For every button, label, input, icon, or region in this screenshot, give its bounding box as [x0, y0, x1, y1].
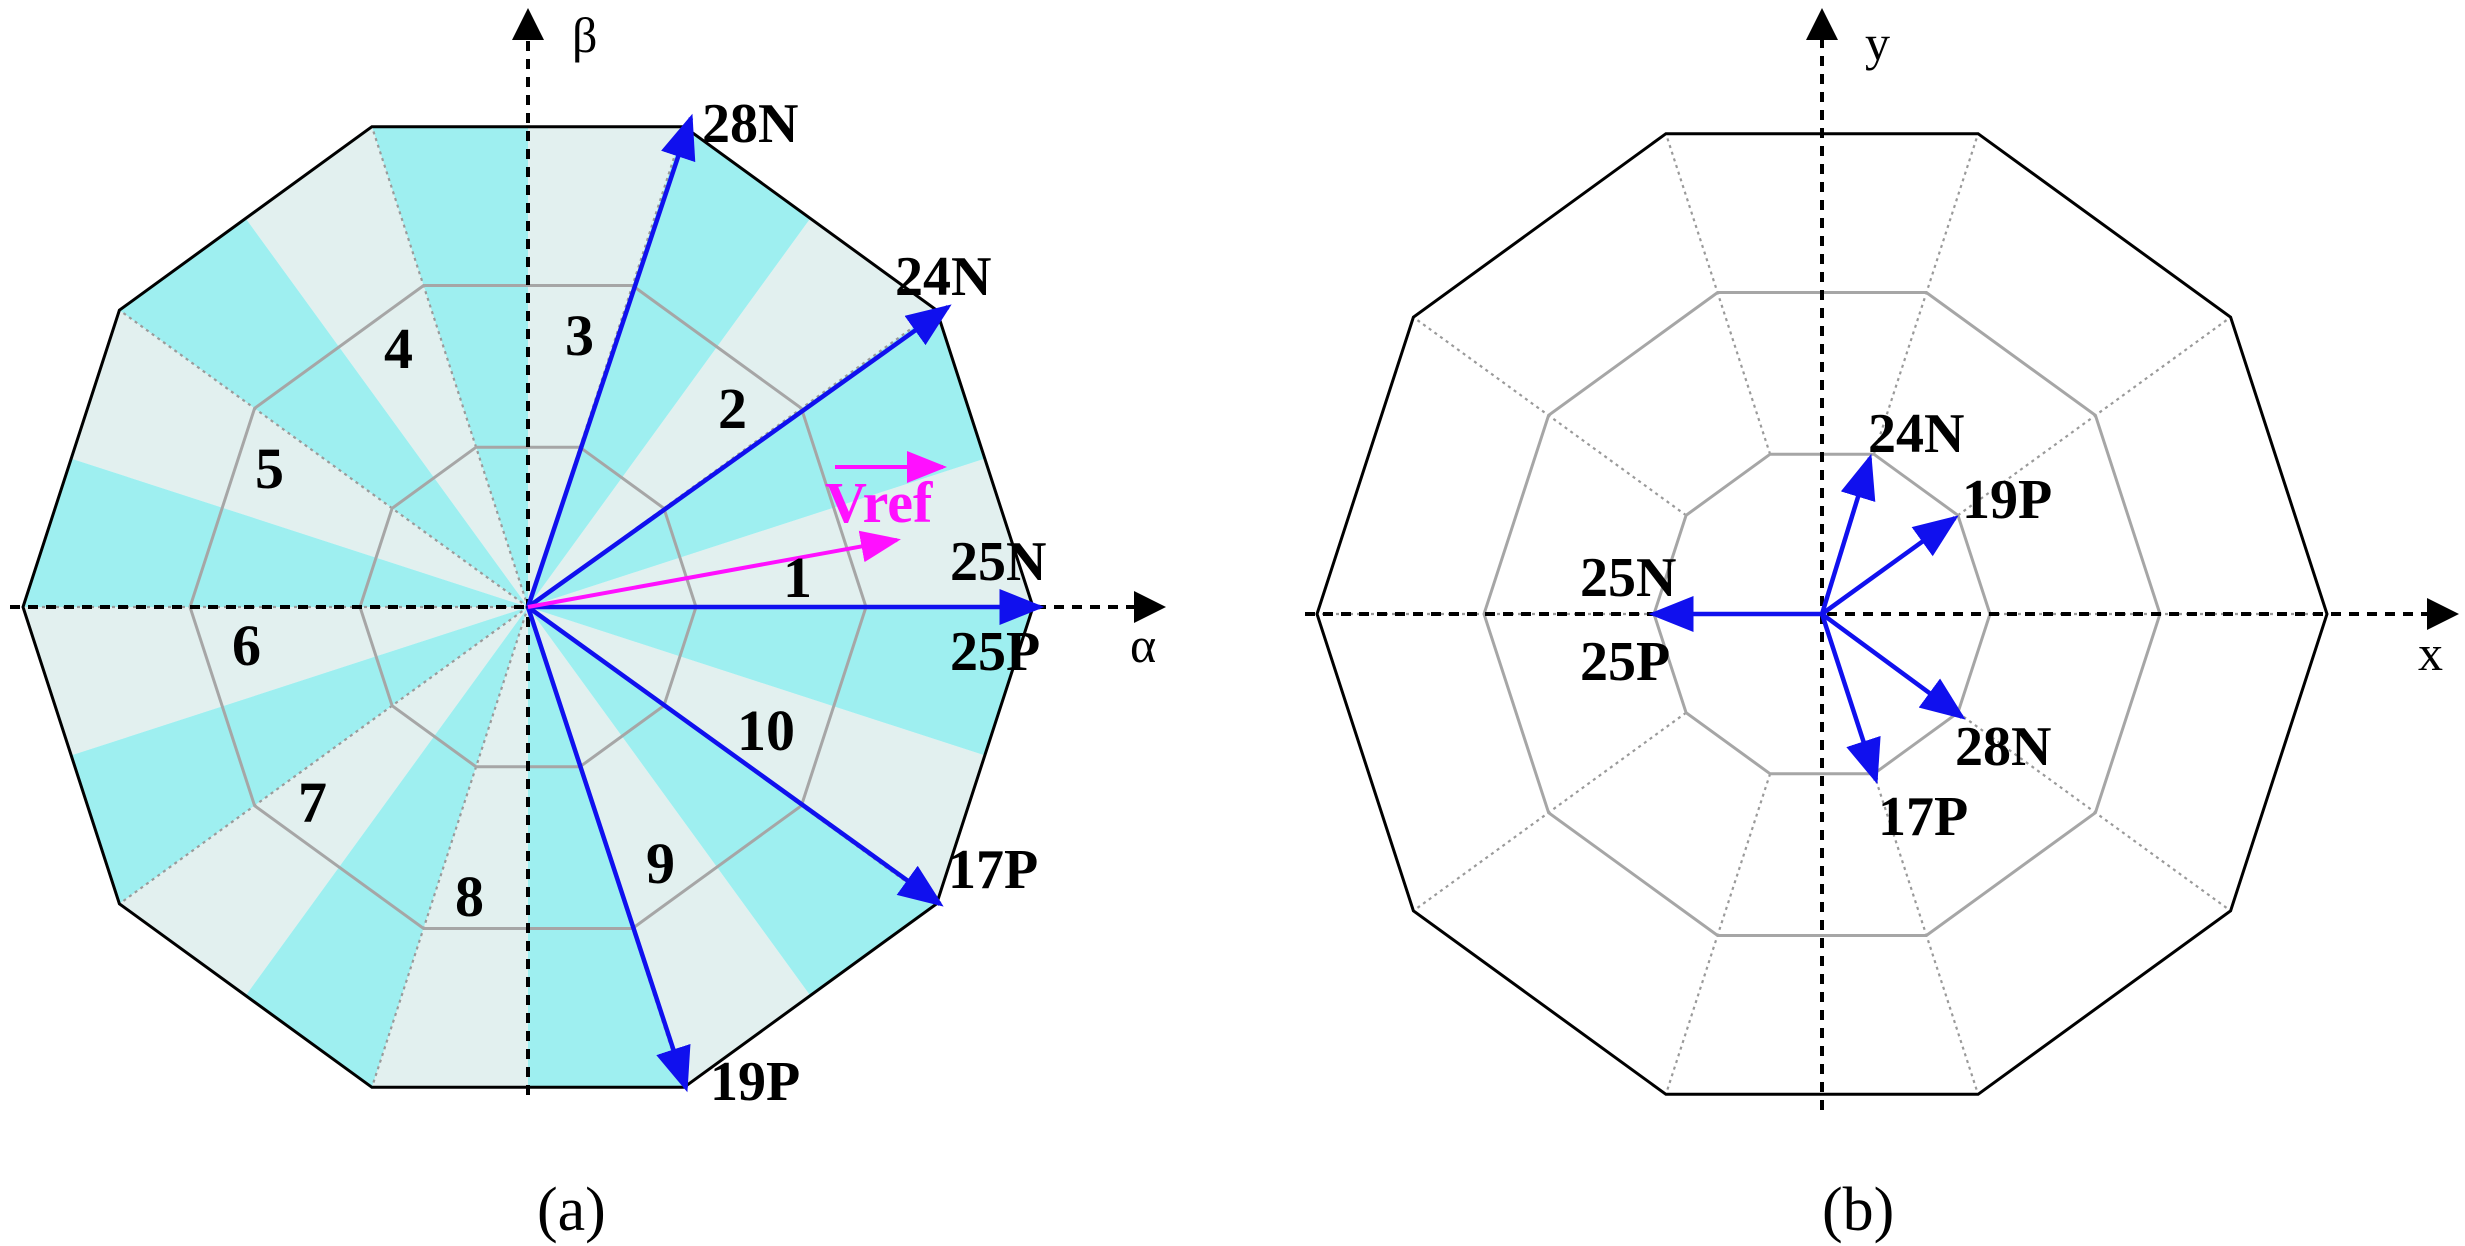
sector-wedge	[528, 218, 937, 607]
sector-wedge	[528, 607, 811, 1088]
vector-24n-b-arrow	[1819, 453, 1876, 615]
sector-wedge	[528, 607, 937, 996]
vector-label-28n-b: 28N	[1955, 716, 2051, 778]
sector-label-8: 8	[455, 864, 484, 929]
vref-arrow	[527, 530, 901, 609]
sector-wedge	[119, 607, 529, 996]
spoke-line	[370, 126, 530, 608]
vector-label-25n: 25N	[950, 531, 1046, 593]
vector-label-25n-b: 25N	[1580, 547, 1676, 609]
vector-labels-b: 24N 19P 25N 25P 28N 17P	[1580, 403, 2052, 848]
sector-wedge	[71, 310, 528, 607]
sector-label-1: 1	[783, 545, 812, 610]
sector-label-4: 4	[384, 316, 413, 381]
spoke-line	[118, 309, 529, 608]
vector-28n-arrow	[525, 113, 696, 608]
sector-label-7: 7	[298, 770, 327, 835]
sector-wedge	[528, 310, 985, 607]
inner-ring	[1482, 291, 2162, 937]
sector-wedge	[245, 607, 528, 1088]
sector-label-2: 2	[718, 376, 747, 441]
spoke-line	[370, 606, 530, 1088]
sector-wedge	[528, 126, 811, 607]
sector-wedge	[528, 458, 1033, 607]
beta-axis-label: β	[572, 7, 597, 63]
panel-b-caption: (b)	[1822, 1176, 1894, 1244]
vector-label-19p-b: 19P	[1962, 469, 2052, 531]
y-axis-label: y	[1865, 15, 1890, 71]
vector-17p-arrow	[526, 605, 944, 907]
x-axis-label: x	[2418, 625, 2443, 681]
voltage-vectors	[525, 113, 1045, 1093]
sector-wedge	[245, 126, 528, 607]
voltage-vectors-b	[1648, 453, 1966, 785]
panel-b: x y 24N 19P 25N 25P 28N 17P (b)	[1305, 8, 2459, 1244]
alpha-axis-label: α	[1130, 617, 1156, 673]
vref-label: Vref	[825, 470, 933, 535]
vector-19p-arrow	[525, 606, 691, 1093]
vector-label-24n-b: 24N	[1868, 403, 1964, 465]
panel-a-caption: (a)	[537, 1176, 606, 1244]
vector-label-17p: 17P	[948, 839, 1038, 901]
outer-decagon	[1315, 132, 2329, 1096]
vector-19p-b-arrow	[1820, 515, 1959, 616]
sector-label-3: 3	[565, 303, 594, 368]
vector-17p-b-arrow	[1819, 613, 1881, 785]
outer-decagon	[21, 125, 1035, 1089]
sector-wedge	[23, 607, 528, 756]
vector-labels: 28N 24N 25N 25P 17P 19P Vref	[702, 93, 1046, 1113]
sector-labels: 1 2 3 4 5 6 7 8 9 10	[232, 303, 812, 929]
vector-label-28n: 28N	[702, 93, 798, 155]
sector-label-10: 10	[737, 698, 795, 763]
sector-wedge	[119, 218, 529, 607]
vector-24n-arrow	[526, 304, 952, 609]
sector-wedge	[528, 607, 985, 904]
sector-wedge	[23, 458, 528, 607]
sector-wedge	[71, 607, 528, 904]
sector-label-5: 5	[255, 436, 284, 501]
vector-label-24n: 24N	[895, 246, 991, 308]
vector-label-19p: 19P	[710, 1051, 800, 1113]
sector-wedge	[528, 607, 1033, 756]
vector-label-25p: 25P	[950, 621, 1040, 683]
spoke-line	[118, 606, 529, 905]
vector-28n-b-arrow	[1820, 612, 1966, 720]
sector-label-9: 9	[646, 831, 675, 896]
vector-label-25p-b: 25P	[1580, 631, 1670, 693]
panel-a: α β 28N 24N 25N 25P 17P 19P Vref 1 2 3 4…	[10, 7, 1166, 1244]
vector-label-17p-b: 17P	[1878, 786, 1968, 848]
sector-label-6: 6	[232, 613, 261, 678]
